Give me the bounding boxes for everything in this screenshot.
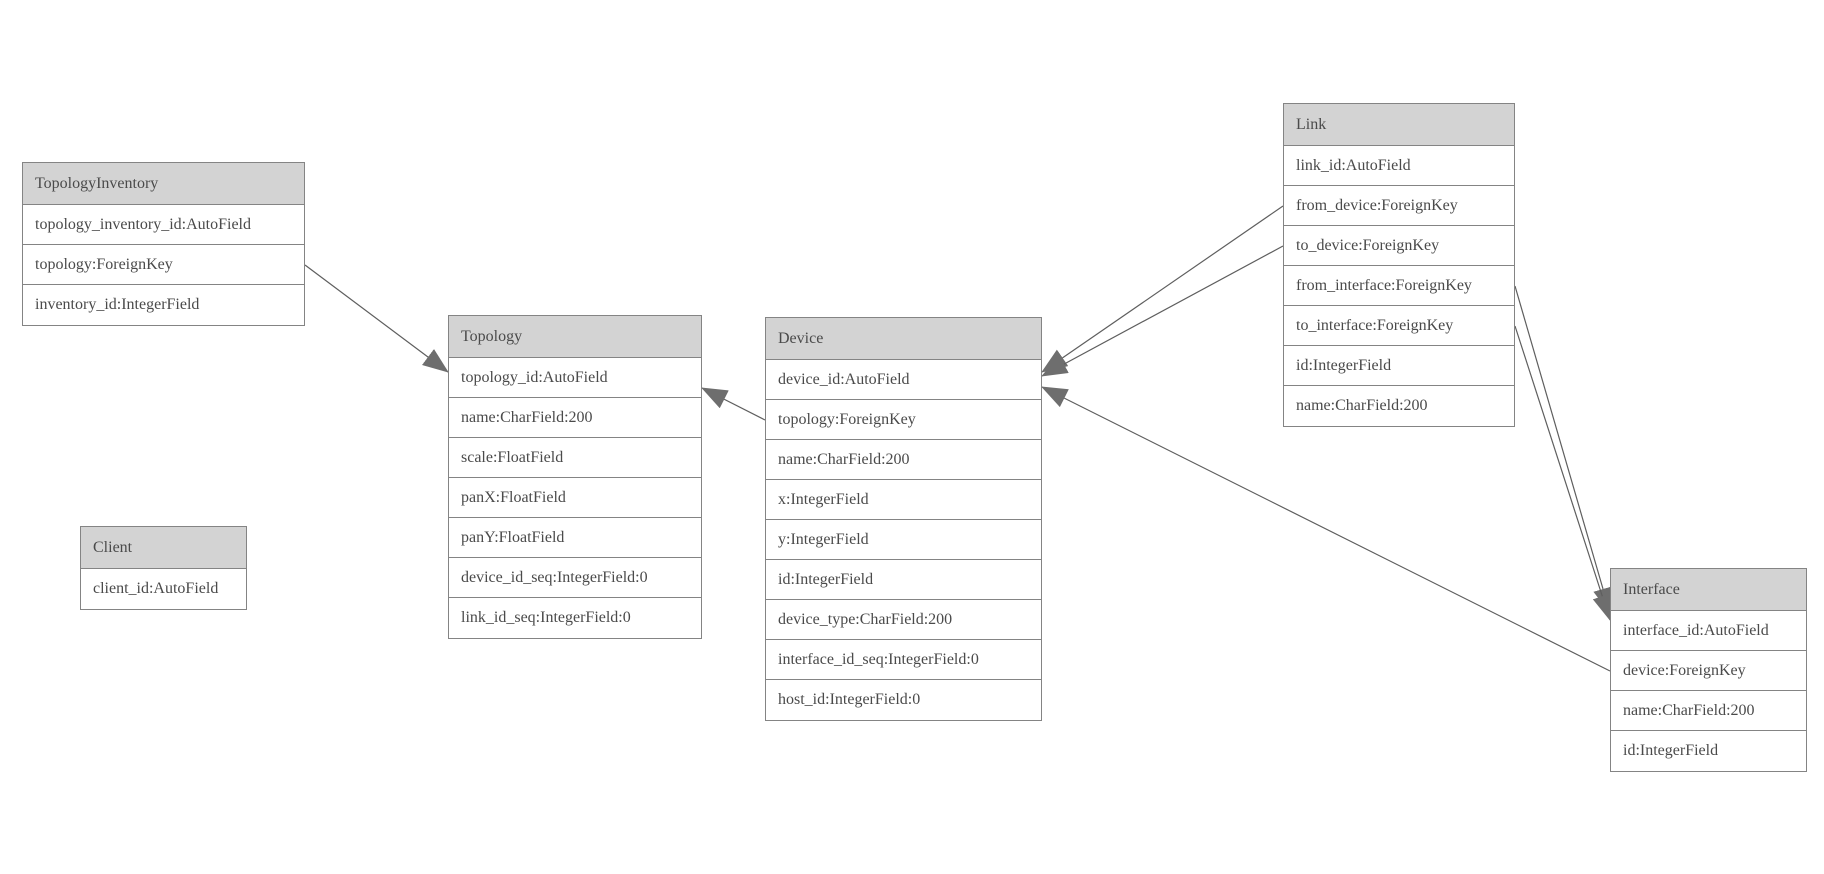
entity-field-row: from_interface:ForeignKey — [1284, 266, 1514, 306]
entity-field-row: name:CharField:200 — [449, 398, 701, 438]
entity-field-row: topology_inventory_id:AutoField — [23, 205, 304, 245]
entity-title: Topology — [449, 316, 701, 358]
entity-field-row: x:IntegerField — [766, 480, 1041, 520]
entity-field-row: panY:FloatField — [449, 518, 701, 558]
entity-field-row: host_id:IntegerField:0 — [766, 680, 1041, 720]
entity-field-row: device_id_seq:IntegerField:0 — [449, 558, 701, 598]
entity-title: TopologyInventory — [23, 163, 304, 205]
entity-field-row: from_device:ForeignKey — [1284, 186, 1514, 226]
relationship-line-link-to_interface — [1514, 325, 1612, 621]
entity-field-row: inventory_id:IntegerField — [23, 285, 304, 325]
entity-field-row: interface_id:AutoField — [1611, 611, 1806, 651]
entity-field-row: interface_id_seq:IntegerField:0 — [766, 640, 1041, 680]
relationship-line-link-from_interface — [1514, 285, 1613, 614]
entity-field-row: link_id:AutoField — [1284, 146, 1514, 186]
entity-title: Link — [1284, 104, 1514, 146]
relationship-line-device-topology — [701, 387, 766, 421]
entity-field-row: id:IntegerField — [766, 560, 1041, 600]
entity-field-row: topology:ForeignKey — [766, 400, 1041, 440]
relationship-line-link-to_device — [1041, 245, 1284, 377]
relationship-line-interface-device — [1041, 386, 1611, 672]
entity-field-row: name:CharField:200 — [766, 440, 1041, 480]
entity-field-row: panX:FloatField — [449, 478, 701, 518]
relationship-line-topologyinventory-topology — [304, 264, 449, 373]
entity-title: Device — [766, 318, 1041, 360]
entity-field-row: id:IntegerField — [1611, 731, 1806, 771]
entity-field-row: link_id_seq:IntegerField:0 — [449, 598, 701, 638]
entity-field-row: to_interface:ForeignKey — [1284, 306, 1514, 346]
entity-field-row: device:ForeignKey — [1611, 651, 1806, 691]
entity-field-row: device_id:AutoField — [766, 360, 1041, 400]
entity-field-row: y:IntegerField — [766, 520, 1041, 560]
entity-field-row: topology_id:AutoField — [449, 358, 701, 398]
entity-field-row: id:IntegerField — [1284, 346, 1514, 386]
relationship-line-link-from_device — [1041, 205, 1284, 373]
entity-field-row: to_device:ForeignKey — [1284, 226, 1514, 266]
entity-field-row: name:CharField:200 — [1611, 691, 1806, 731]
entity-field-row: scale:FloatField — [449, 438, 701, 478]
entity-field-row: device_type:CharField:200 — [766, 600, 1041, 640]
entity-field-row: name:CharField:200 — [1284, 386, 1514, 426]
entity-title: Client — [81, 527, 246, 569]
entity-field-row: topology:ForeignKey — [23, 245, 304, 285]
entity-title: Interface — [1611, 569, 1806, 611]
entity-field-row: client_id:AutoField — [81, 569, 246, 609]
